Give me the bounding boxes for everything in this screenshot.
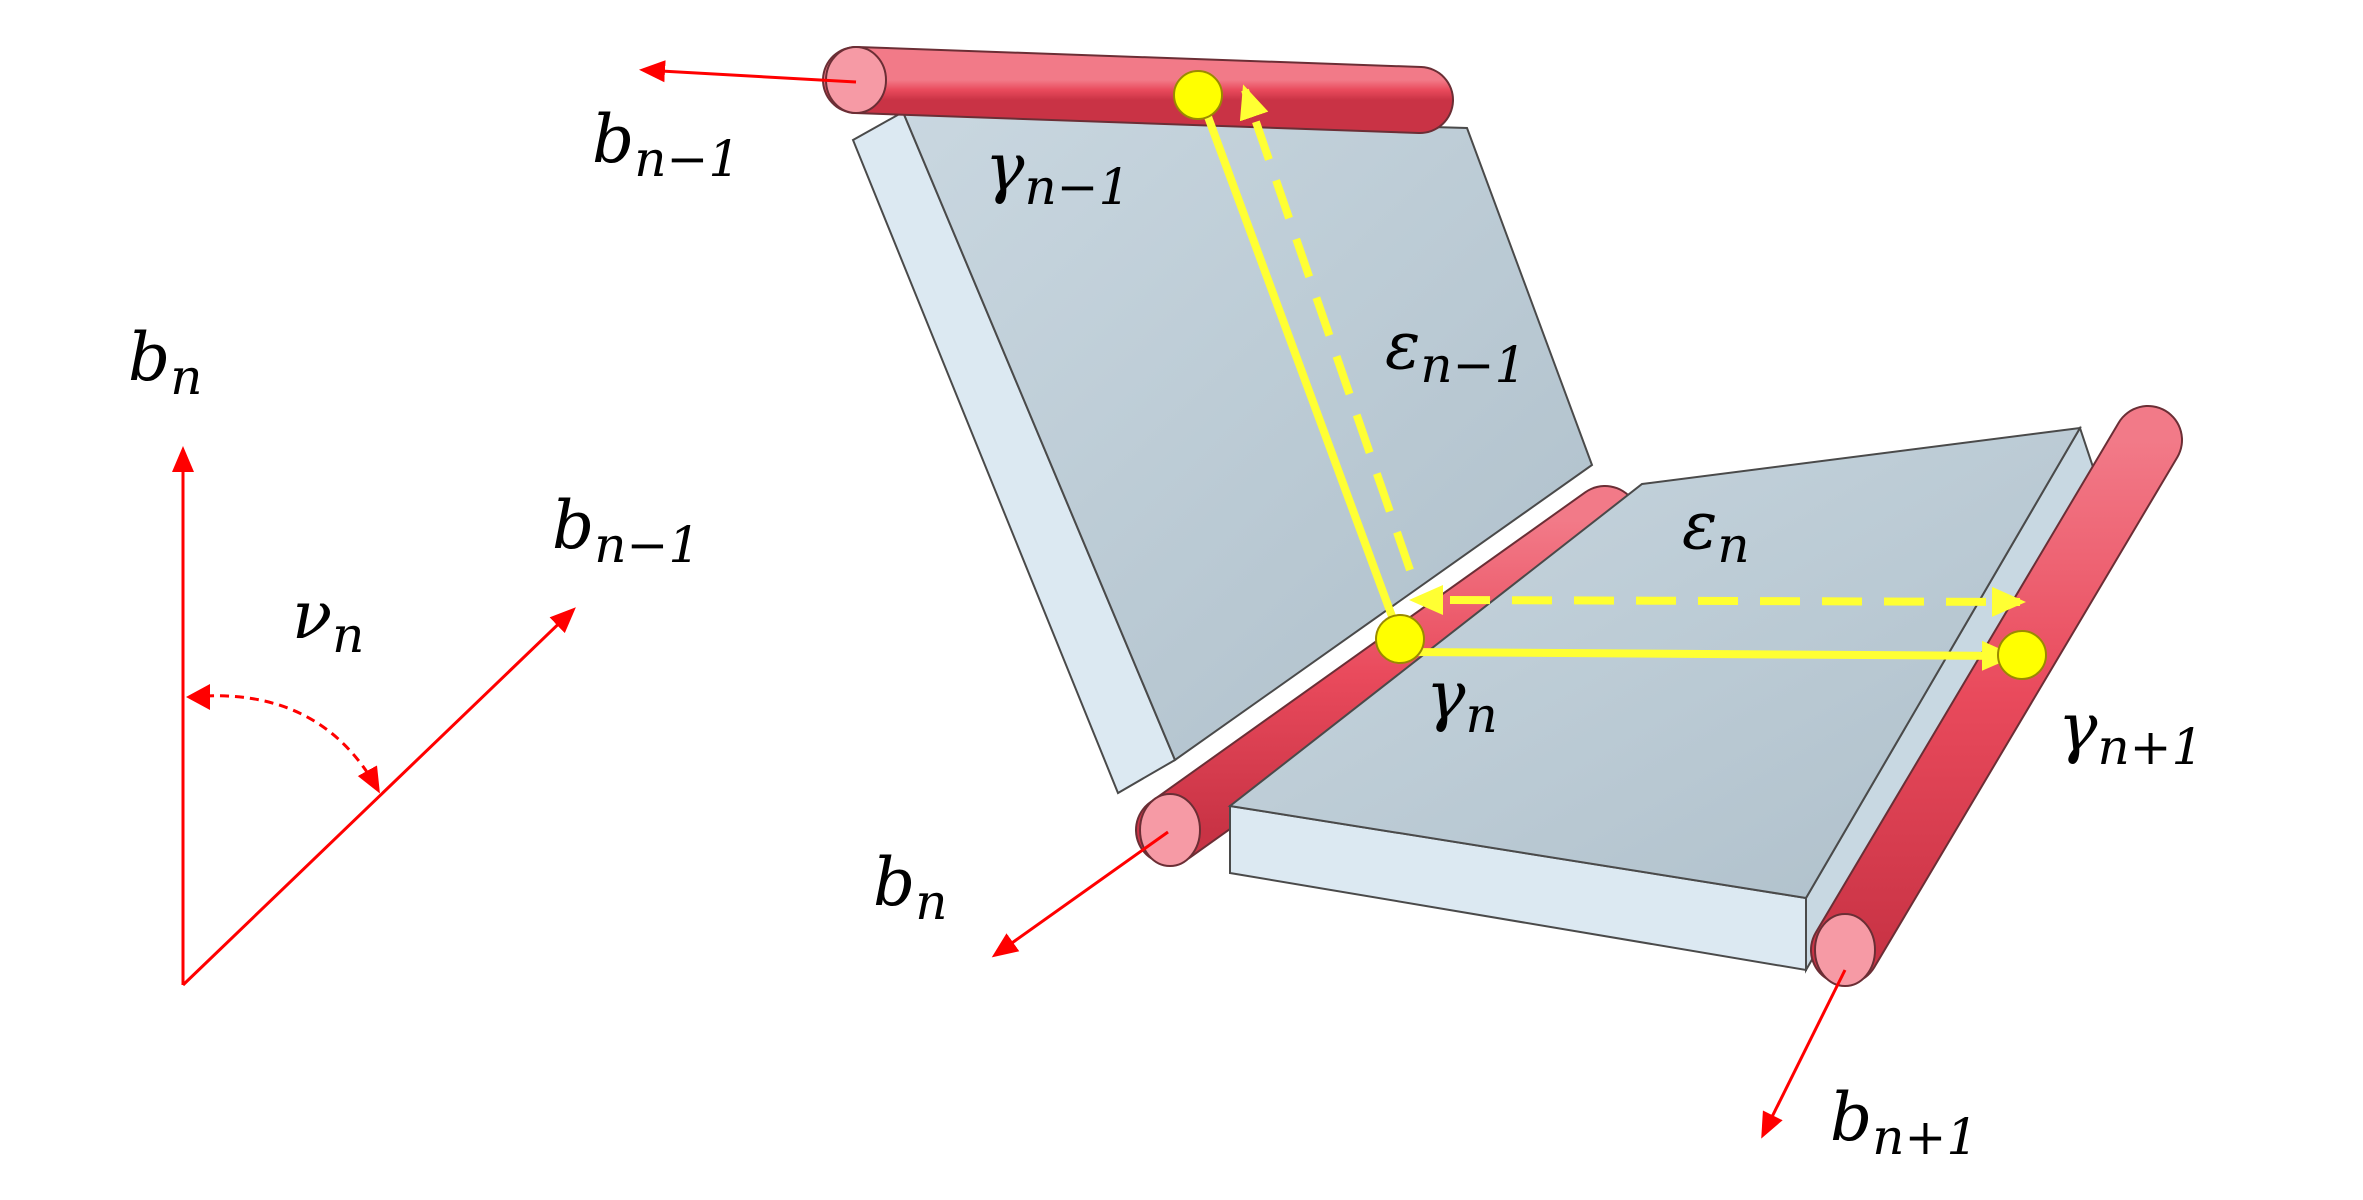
axis-tilted-line xyxy=(181,607,576,987)
right-rod-direction-ray xyxy=(1761,969,1847,1139)
node-top xyxy=(1173,70,1223,120)
label-angle: νn xyxy=(292,577,364,664)
label-gamma-top: γn−1 xyxy=(985,129,1130,216)
right-rod xyxy=(1761,405,2183,1139)
angle-arc xyxy=(189,694,380,794)
node-right xyxy=(1997,630,2047,680)
node-hinge xyxy=(1375,614,1425,664)
label-gamma-mid: γn xyxy=(1426,657,1498,744)
solid-path-upper xyxy=(1196,93,1404,640)
label-axis-vertical: bn xyxy=(128,319,202,406)
middle-rod-end xyxy=(1139,793,1201,867)
top-rod xyxy=(639,46,1454,134)
label-b-top: bn−1 xyxy=(592,101,740,188)
angle-arc-start-head xyxy=(186,684,210,710)
dashed-path-upper xyxy=(1239,84,1414,572)
label-axis-tilted: bn−1 xyxy=(552,487,700,574)
dashed-path-lower xyxy=(1449,586,2026,617)
label-b-mid: bn xyxy=(873,844,947,931)
lower-panel-top xyxy=(1227,426,2082,900)
angle-sketch xyxy=(172,446,576,987)
label-eps-top: εn−1 xyxy=(1385,307,1526,394)
label-gamma-right: γn+1 xyxy=(2058,689,2203,776)
yellow-paths xyxy=(1196,84,2026,671)
top-rod-direction-ray xyxy=(639,60,857,84)
right-rod-end xyxy=(1814,913,1876,987)
label-eps-mid: εn xyxy=(1682,487,1750,574)
solid-path-lower xyxy=(1409,640,2016,671)
middle-rod-direction-ray xyxy=(991,830,1169,958)
label-b-bottom: bn+1 xyxy=(1830,1079,1978,1166)
